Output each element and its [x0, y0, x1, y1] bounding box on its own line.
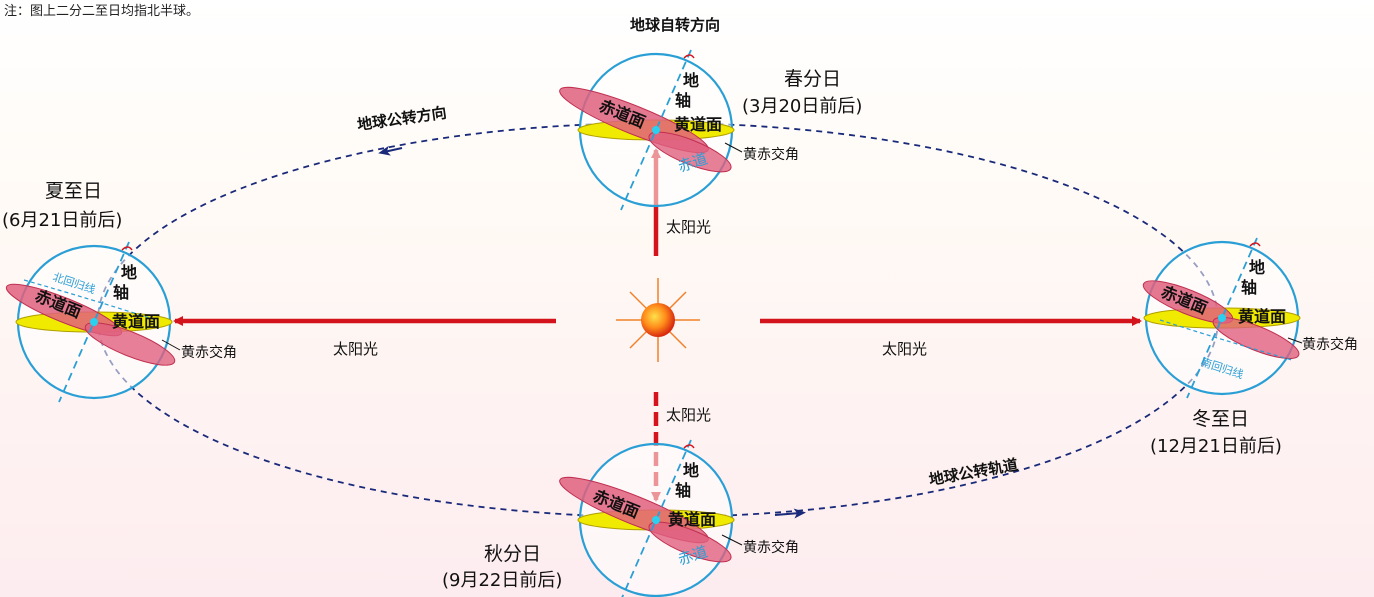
winter-axis-label-2: 轴: [1241, 278, 1257, 297]
summer-axis-label-2: 轴: [113, 283, 129, 302]
vernal-obliquity-label: 黄赤交角: [743, 146, 799, 163]
revolution-direction-label: 地球公转方向: [356, 104, 448, 134]
winter-ecliptic-plane-label: 黄道面: [1238, 307, 1286, 326]
note: 注：图上二分二至日均指北半球。: [4, 4, 199, 19]
winter-obliquity-label: 黄赤交角: [1302, 336, 1358, 353]
winter-obliquity-leader: [1287, 337, 1303, 344]
summer-axis-label-1: 地: [121, 263, 137, 282]
winter-season-date: (12月21日前后): [1150, 436, 1282, 457]
autumn-ecliptic-plane-label: 黄道面: [668, 510, 716, 529]
summer-season-date: (6月21日前后): [2, 210, 122, 231]
sunlight-label-left: 太阳光: [333, 340, 378, 358]
sunlight-label-down: 太阳光: [666, 406, 711, 424]
globe-vernal: [559, 49, 735, 211]
vernal-season-name: 春分日: [784, 68, 841, 90]
globe-autumn: [559, 439, 735, 597]
vernal-obliquity-leader: [724, 142, 743, 153]
revolution-arrow-bottom: [774, 508, 806, 519]
winter-season-name: 冬至日: [1192, 408, 1249, 430]
autumn-season-name: 秋分日: [484, 543, 541, 565]
globe-summer: [5, 241, 176, 403]
revolution-arrow-top: [378, 145, 403, 156]
autumn-obliquity-leader: [721, 534, 743, 546]
summer-obliquity-leader: [161, 339, 181, 351]
sun: [616, 278, 700, 362]
orbit-label: 地球公转轨道: [928, 456, 1020, 489]
vernal-ecliptic-plane-label: 黄道面: [674, 115, 722, 134]
winter-axis-label-1: 地: [1249, 258, 1265, 277]
globe-winter: [1142, 237, 1301, 399]
autumn-axis-label-1: 地: [683, 461, 699, 480]
sunlight-label-up: 太阳光: [666, 218, 711, 236]
vernal-axis-label-2: 轴: [675, 91, 691, 110]
vernal-axis-label-1: 地: [683, 71, 699, 90]
summer-season-name: 夏至日: [45, 180, 102, 202]
rotation-direction-label: 地球自转方向: [630, 16, 720, 34]
autumn-obliquity-label: 黄赤交角: [743, 539, 799, 556]
summer-ecliptic-plane-label: 黄道面: [112, 312, 160, 331]
autumn-axis-label-2: 轴: [675, 481, 691, 500]
vernal-season-date: (3月20日前后): [742, 96, 862, 117]
autumn-season-date: (9月22日前后): [442, 570, 562, 591]
sunlight-label-right: 太阳光: [882, 340, 927, 358]
summer-obliquity-label: 黄赤交角: [181, 344, 237, 361]
